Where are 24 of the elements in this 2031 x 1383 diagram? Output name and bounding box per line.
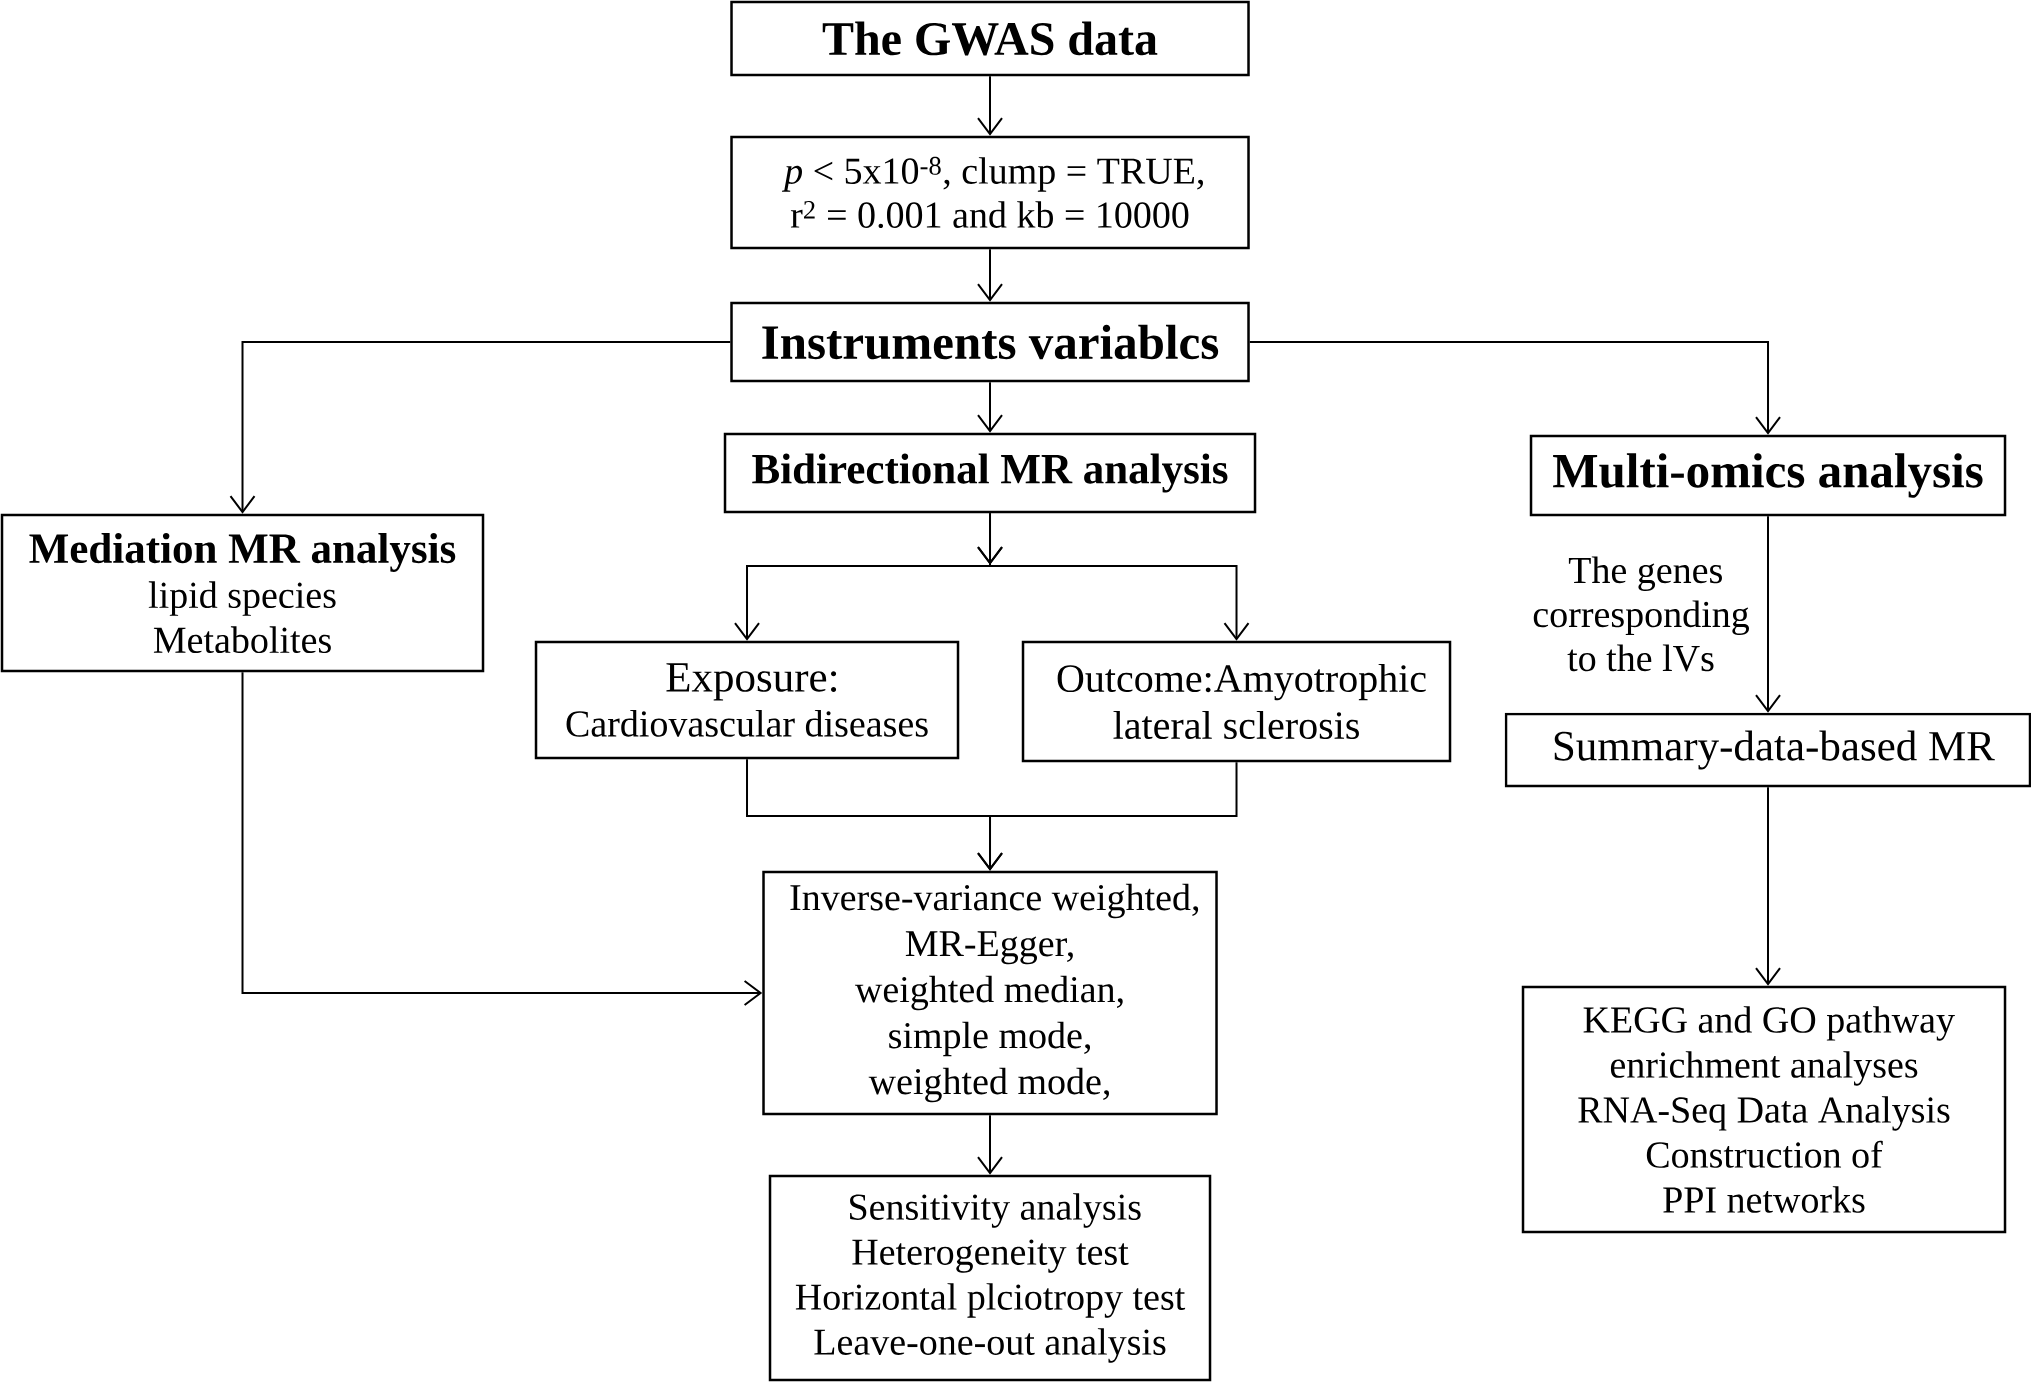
process-box: The GWAS data [730, 0, 1250, 77]
arrow [977, 1114, 1003, 1175]
process-box: Outcome:Amyotrophic lateral sclerosis [1021, 640, 1452, 763]
process-box: Exposure: Cardiovascular diseases [534, 640, 960, 760]
process-box: Multi-omics analysis [1529, 434, 2007, 517]
process-box: Instruments variablcs [730, 301, 1250, 383]
process-box: Summary-data-based MR [1504, 712, 2031, 788]
edge-label: The genes corresponding to the lVs [1533, 556, 1749, 672]
process-box: Sensitivity analysis Heterogeneity test Horizontal plciotropy test Leave-one-out analysis [768, 1174, 1212, 1382]
arrow [1755, 515, 1781, 713]
arrow [1248, 341, 1781, 435]
arrow [241, 671, 763, 1006]
arrow [977, 381, 1003, 433]
arrow [977, 512, 1250, 641]
arrow [229, 341, 732, 514]
process-box: KEGG and GO pathway enrichment analyses RNA-Seq Data Analysis Construction of PPI networks [1521, 985, 2007, 1234]
process-box: Inverse-variance weighted, MR-Egger, weighted median, simple mode, weighted mode, [762, 870, 1218, 1116]
arrow [977, 75, 1003, 136]
arrow [1755, 786, 1781, 986]
process-box: p < 5x10$^{-8}$, clump = TRUE, r$^{2}$ = 0.001 and kb = 10000 [730, 135, 1250, 250]
arrow [977, 761, 1238, 871]
process-box: Bidirectional MR analysis [723, 432, 1257, 514]
process-box: Mediation MR analysis lipid species Metabolites [0, 513, 485, 673]
arrow [977, 248, 1003, 302]
